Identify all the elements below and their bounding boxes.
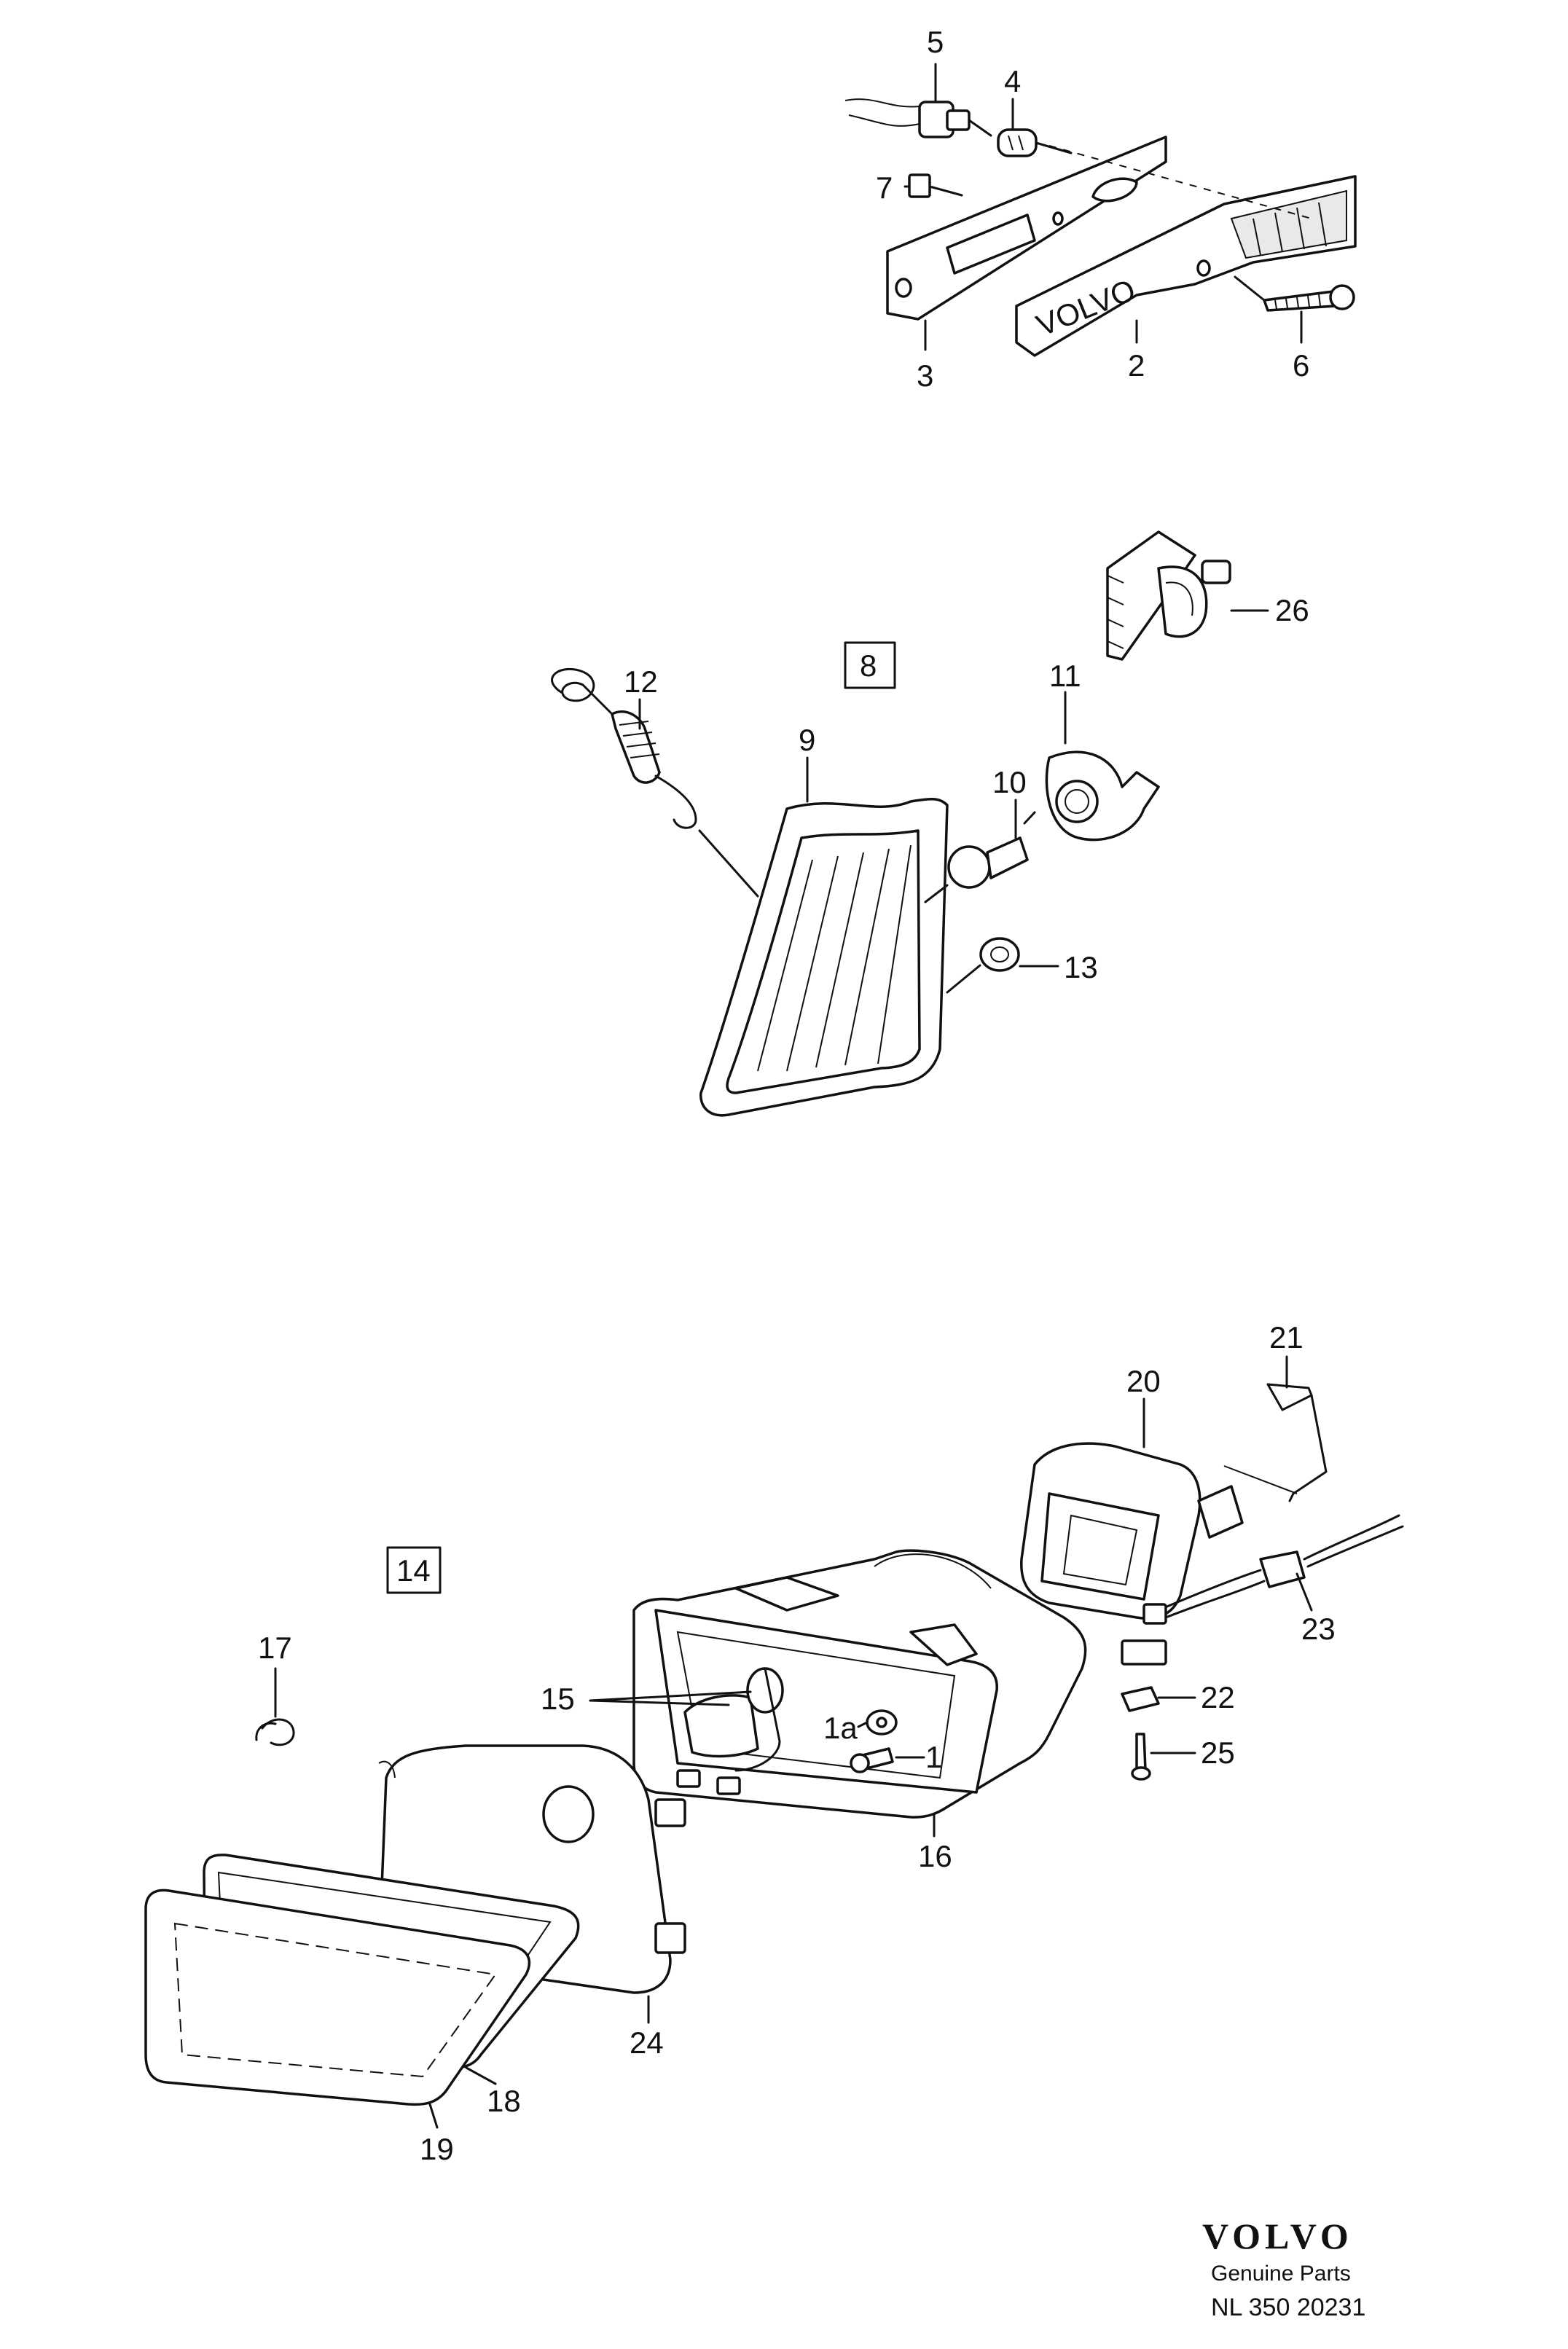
leader-23 [1295, 1572, 1313, 1612]
wire-lead-lower [848, 114, 920, 127]
clip-part-22 [1121, 1686, 1160, 1712]
indicator-lamp-assembly: 8 [551, 530, 1309, 1117]
callout-2: 2 [1128, 348, 1145, 383]
callout-10: 10 [992, 765, 1027, 799]
callout-1: 1 [925, 1740, 942, 1774]
callout-26: 26 [1275, 593, 1309, 627]
callout-24: 24 [630, 2026, 664, 2060]
connector-part-26 [1106, 530, 1269, 661]
socket-part-11 [1023, 750, 1160, 842]
wire-lead-upper [844, 98, 920, 108]
leader-18 [465, 2066, 497, 2085]
screw-part-6 [1234, 275, 1355, 312]
clip-part-7 [908, 173, 963, 198]
callout-22: 22 [1201, 1680, 1235, 1714]
callout-21: 21 [1269, 1320, 1304, 1354]
callout-4: 4 [1004, 64, 1021, 98]
callout-3: 3 [917, 358, 933, 393]
base-plate-part-3 [886, 136, 1167, 321]
rear-housing-part-20 [1020, 1442, 1298, 1620]
callout-15: 15 [541, 1682, 575, 1716]
nameplate-assembly: VOLVO 5 4 7 3 2 6 [844, 25, 1357, 393]
callout-23: 23 [1301, 1612, 1336, 1646]
callout-13: 13 [1064, 950, 1098, 984]
group-box-8 [844, 641, 896, 689]
grommet-part-13 [946, 937, 1020, 994]
leader-15 [589, 1690, 752, 1706]
callout-12: 12 [624, 664, 658, 699]
leader-19 [428, 2103, 439, 2129]
cable-part-23 [1121, 1514, 1404, 1666]
screw-part-25 [1131, 1733, 1151, 1781]
main-housing-part-16 [632, 1549, 1087, 1819]
volvo-logo-text: VOLVO [1202, 2216, 1353, 2256]
bulb-part-10 [924, 836, 1029, 903]
callout-17: 17 [258, 1631, 292, 1665]
bulb-part-4 [997, 128, 1073, 157]
leader-1a [857, 1721, 869, 1728]
group-label-8: 8 [860, 648, 877, 683]
callout-9: 9 [799, 723, 815, 757]
spring-part-12 [551, 667, 759, 898]
genuine-parts-label: Genuine Parts [1211, 2262, 1351, 2286]
group-box-14 [386, 1546, 442, 1594]
lens-part-19 [144, 1889, 531, 2106]
callout-19: 19 [420, 2132, 454, 2166]
callout-6: 6 [1293, 348, 1309, 383]
callout-25: 25 [1201, 1736, 1235, 1770]
diagram-reference-number: NL 350 20231 [1211, 2294, 1366, 2321]
lens-part-9 [699, 797, 949, 1117]
bulb-part-15 [676, 1667, 784, 1795]
callout-18: 18 [487, 2084, 521, 2118]
clip-part-17 [255, 1718, 295, 1746]
callout-7: 7 [876, 170, 893, 205]
callout-1a: 1a [823, 1711, 858, 1745]
callout-5: 5 [927, 25, 944, 59]
bulb-holder-part-5 [918, 101, 992, 138]
fog-lamp-assembly: 14 [144, 1320, 1404, 2166]
callout-16: 16 [918, 1839, 952, 1873]
group-label-14: 14 [396, 1553, 431, 1588]
bracket-part-21 [1266, 1383, 1328, 1502]
callout-20: 20 [1126, 1364, 1161, 1398]
callout-11: 11 [1049, 659, 1081, 693]
